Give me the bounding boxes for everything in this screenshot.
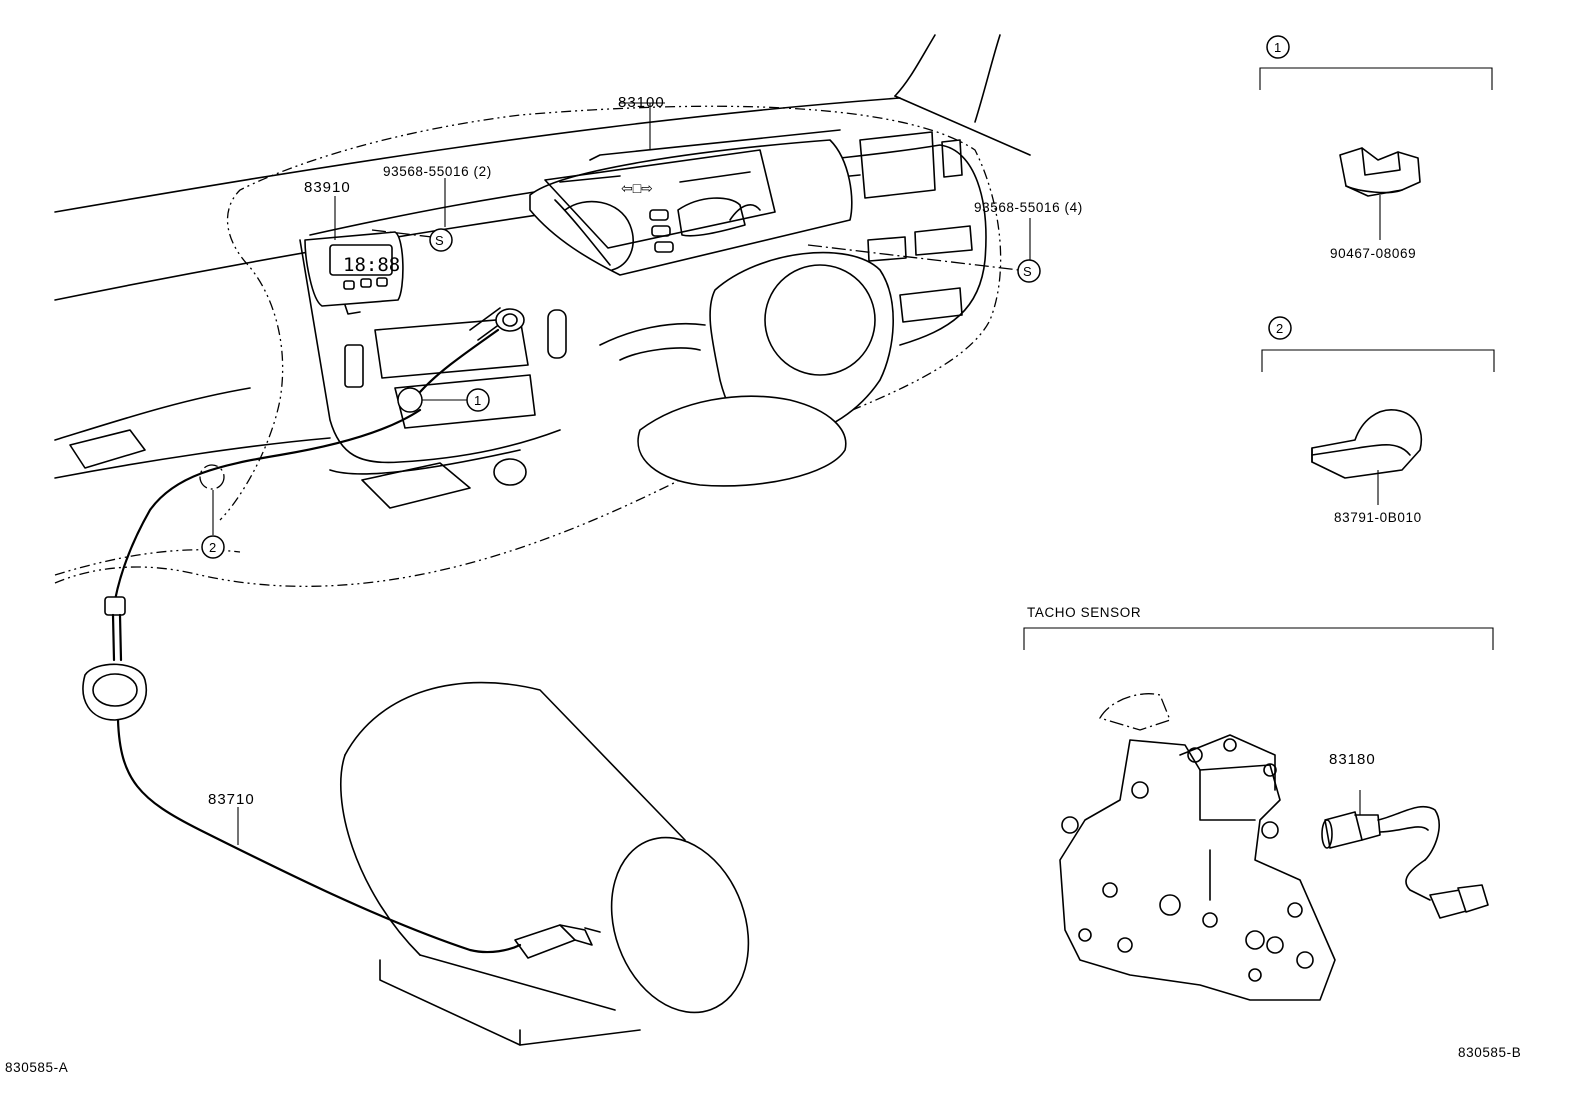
callout-2-dash: 2 <box>209 540 216 555</box>
label-83180: 83180 <box>1329 751 1376 768</box>
detail-2-clip: 2 83791-0B010 <box>1261 316 1495 525</box>
screw-marker-right: S <box>1023 264 1032 279</box>
clock-display: 18:88 <box>343 254 400 276</box>
label-83910: 83910 <box>304 179 351 196</box>
figure-code-right: 830585-B <box>1458 1045 1521 1060</box>
turn-arrows-icon: ⇦□⇨ <box>621 180 653 196</box>
part-labels: 83100 83910 93568-55016 (2) 93568-55016 … <box>208 94 1083 808</box>
dashboard-illustration: ⇦□⇨ 18:88 <box>54 34 1031 602</box>
label-83710: 83710 <box>208 791 255 808</box>
reference-callouts: 1 2 <box>201 388 490 559</box>
label-screw-right: 93568-55016 (4) <box>974 200 1083 215</box>
tacho-sensor-section: TACHO SENSOR 83180 <box>1023 605 1494 1001</box>
label-83100: 83100 <box>618 94 665 111</box>
callout-1-dash: 1 <box>474 393 481 408</box>
screw-marker-left: S <box>435 233 444 248</box>
detail-1-number: 1 <box>1274 40 1281 55</box>
callout-leaders <box>212 102 1031 845</box>
detail-2-number: 2 <box>1276 321 1283 336</box>
speedometer-cable-illustration <box>82 596 750 1046</box>
label-90467-08069: 90467-08069 <box>1330 246 1416 261</box>
detail-1-clamp: 1 90467-08069 <box>1259 35 1493 261</box>
figure-code-left: 830585-A <box>5 1060 68 1075</box>
clock-unit: 18:88 <box>304 231 404 315</box>
screw-markers: S S <box>429 228 1041 283</box>
figure-codes: 830585-A 830585-B <box>5 1045 1521 1075</box>
tacho-sensor-heading: TACHO SENSOR <box>1027 605 1141 620</box>
label-screw-left: 93568-55016 (2) <box>383 164 492 179</box>
label-83791-0B010: 83791-0B010 <box>1334 510 1422 525</box>
